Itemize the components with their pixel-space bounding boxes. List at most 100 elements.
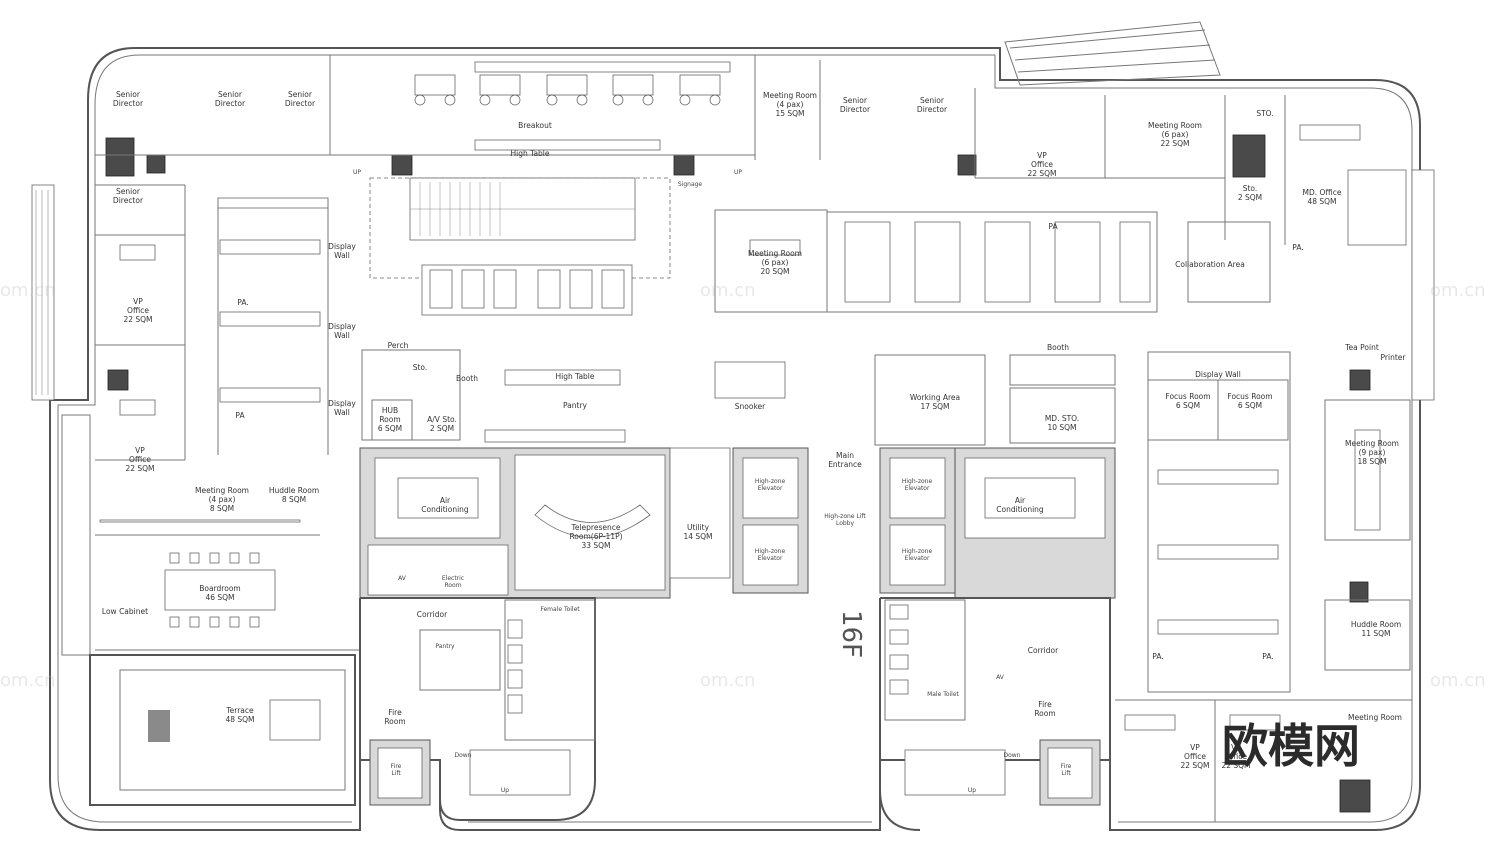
label-breakout: Breakout: [518, 121, 552, 130]
label-pa-right-2: PA.: [1262, 652, 1273, 661]
label-up-1: UP: [353, 169, 361, 176]
label-collaboration-area: Collaboration Area: [1175, 260, 1245, 269]
label-md-sto: MD. STO.10 SQM: [1045, 414, 1079, 432]
west-glazing: [61, 414, 91, 656]
label-corridor-left: Corridor: [417, 610, 448, 619]
watermark-4: om.cn: [700, 670, 756, 691]
snooker-table: [714, 361, 786, 399]
label-sto-top: STO.: [1256, 109, 1273, 118]
stair-right: [904, 749, 1006, 796]
label-sto-small: Sto.2 SQM: [1238, 184, 1262, 202]
label-high-table-mid: High Table: [555, 372, 594, 381]
terrace-planter: [269, 699, 321, 741]
label-low-cabinet: Low Cabinet: [102, 607, 148, 616]
terrace-inner: [119, 669, 346, 791]
watermark-6: om.cn: [1430, 280, 1486, 301]
label-up-right: Up: [968, 787, 976, 794]
label-booth-left: Booth: [456, 374, 478, 383]
boardroom-table: [164, 569, 276, 611]
label-av-left: AV: [398, 575, 407, 582]
open-office-desks: [844, 221, 1151, 303]
label-pa-left1: PA.: [237, 298, 248, 307]
structural-columns: [105, 134, 1371, 813]
building-outline: [49, 47, 1421, 831]
male-toilet-box: [884, 599, 966, 721]
utility-box: [669, 447, 731, 579]
watermark-2: om.cn: [700, 280, 756, 301]
right-workstations: [1157, 469, 1279, 635]
telepresence-table: [534, 504, 651, 538]
left-workstations: [217, 197, 329, 455]
label-pa-right-1: PA.: [1152, 652, 1163, 661]
ac-left-inner: [397, 477, 479, 519]
high-table-mid-furn: [504, 369, 621, 386]
lift-3: [889, 457, 946, 519]
vp-office-left-furniture: [99, 244, 301, 523]
canopy: [1004, 21, 1221, 86]
right-open-plan: [1147, 351, 1291, 693]
label-signage: Signage: [678, 181, 703, 188]
toilet-stalls-right: [889, 604, 909, 695]
canopy-lines: [1009, 29, 1216, 73]
md-office-desk: [1299, 124, 1361, 141]
boardroom-chairs: [169, 552, 260, 628]
label-pa-left2: PA: [235, 411, 245, 420]
terrace-area: [89, 654, 356, 806]
watermark-5: om.cn: [1430, 670, 1486, 691]
meeting-room-9pax-box: [1324, 399, 1411, 541]
label-down-left: Down: [454, 752, 471, 759]
label-meeting-room-4pax-left: Meeting Room(4 pax)8 SQM: [195, 486, 249, 513]
label-tea-point: Tea Point: [1344, 343, 1379, 352]
meeting-table-mid: [749, 239, 801, 256]
label-booth-right: Booth: [1047, 343, 1069, 352]
core-left-services: [367, 544, 509, 596]
label-up-left: Up: [501, 787, 509, 794]
meeting-table-9pax: [1354, 429, 1381, 531]
label-corridor-right: Corridor: [1028, 646, 1059, 655]
label-av-sto: A/V Sto.2 SQM: [427, 415, 457, 433]
fire-lift-left-inner: [377, 747, 423, 799]
label-display-wall-right: Display Wall: [1195, 370, 1241, 379]
fire-lift-right-inner: [1047, 747, 1093, 799]
east-facade-fin: [1411, 169, 1435, 401]
hub-room-box: [371, 399, 413, 441]
label-pantry-left: Pantry: [435, 643, 455, 650]
pantry-left-box: [419, 629, 501, 691]
female-toilet-box: [504, 599, 596, 741]
stair-treads: [410, 182, 635, 236]
top-partitions: [95, 55, 1286, 461]
md-office-sofa: [1347, 169, 1407, 246]
label-high-table-top: High Table: [510, 149, 549, 158]
label-down-right: Down: [1003, 752, 1020, 759]
label-perch: Perch: [388, 341, 409, 350]
